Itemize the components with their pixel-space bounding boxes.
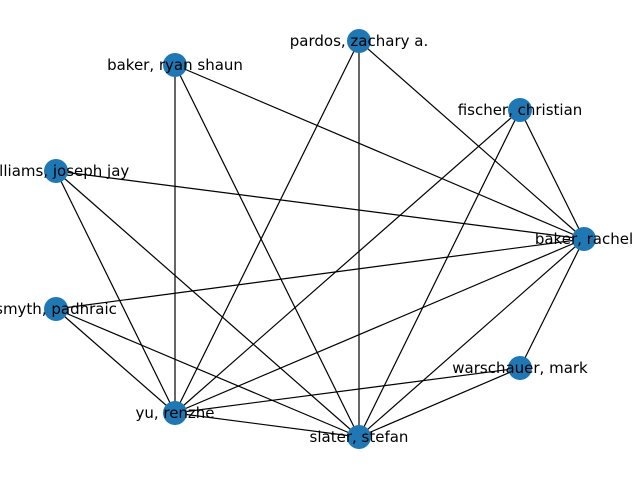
edge-warschauer-baker_rachel xyxy=(519,238,585,369)
edge-fischer-slater xyxy=(358,109,521,438)
node-label-williams: williams, joseph jay xyxy=(0,162,129,180)
node-label-warschauer: warschauer, mark xyxy=(452,359,588,377)
node-yu xyxy=(163,401,187,425)
node-label-baker_ryan: baker, ryan shaun xyxy=(107,56,243,74)
labels-layer: pardos, zachary a. baker, ryan shaun fisch… xyxy=(0,32,633,446)
node-fischer xyxy=(508,98,532,122)
edge-slater-baker_rachel xyxy=(358,238,585,438)
edge-williams-slater xyxy=(55,170,360,438)
node-slater xyxy=(347,425,371,449)
node-baker_ryan xyxy=(163,53,187,77)
node-pardos xyxy=(347,29,371,53)
edge-fischer-yu xyxy=(174,109,521,414)
edge-baker_ryan-slater xyxy=(174,64,360,438)
node-label-yu: yu, renzhe xyxy=(135,404,214,422)
node-label-baker_rachel: baker, rachel xyxy=(535,230,633,248)
edge-baker_ryan-baker_rachel xyxy=(174,64,585,240)
edge-williams-yu xyxy=(55,170,176,414)
edge-smyth-slater xyxy=(55,308,360,438)
edge-yu-baker_rachel xyxy=(174,238,585,414)
node-warschauer xyxy=(508,356,532,380)
edge-pardos-yu xyxy=(174,40,360,414)
edges-layer xyxy=(55,40,585,438)
edge-warschauer-slater xyxy=(358,367,521,438)
node-baker_rachel xyxy=(572,227,596,251)
node-smyth xyxy=(44,297,68,321)
node-williams xyxy=(44,159,68,183)
node-label-slater: slater, stefan xyxy=(310,428,409,446)
node-label-pardos: pardos, zachary a. xyxy=(290,32,428,50)
nodes-layer xyxy=(44,29,596,449)
edge-smyth-baker_rachel xyxy=(55,238,585,310)
edge-smyth-yu xyxy=(55,308,176,414)
edge-fischer-baker_rachel xyxy=(519,109,585,240)
edge-pardos-baker_rachel xyxy=(358,40,585,240)
edge-williams-baker_rachel xyxy=(55,170,585,240)
edge-warschauer-yu xyxy=(174,367,521,414)
node-label-fischer: fischer, christian xyxy=(458,101,583,119)
node-label-smyth: smyth, padhraic xyxy=(0,300,117,318)
edge-yu-slater xyxy=(174,412,360,438)
